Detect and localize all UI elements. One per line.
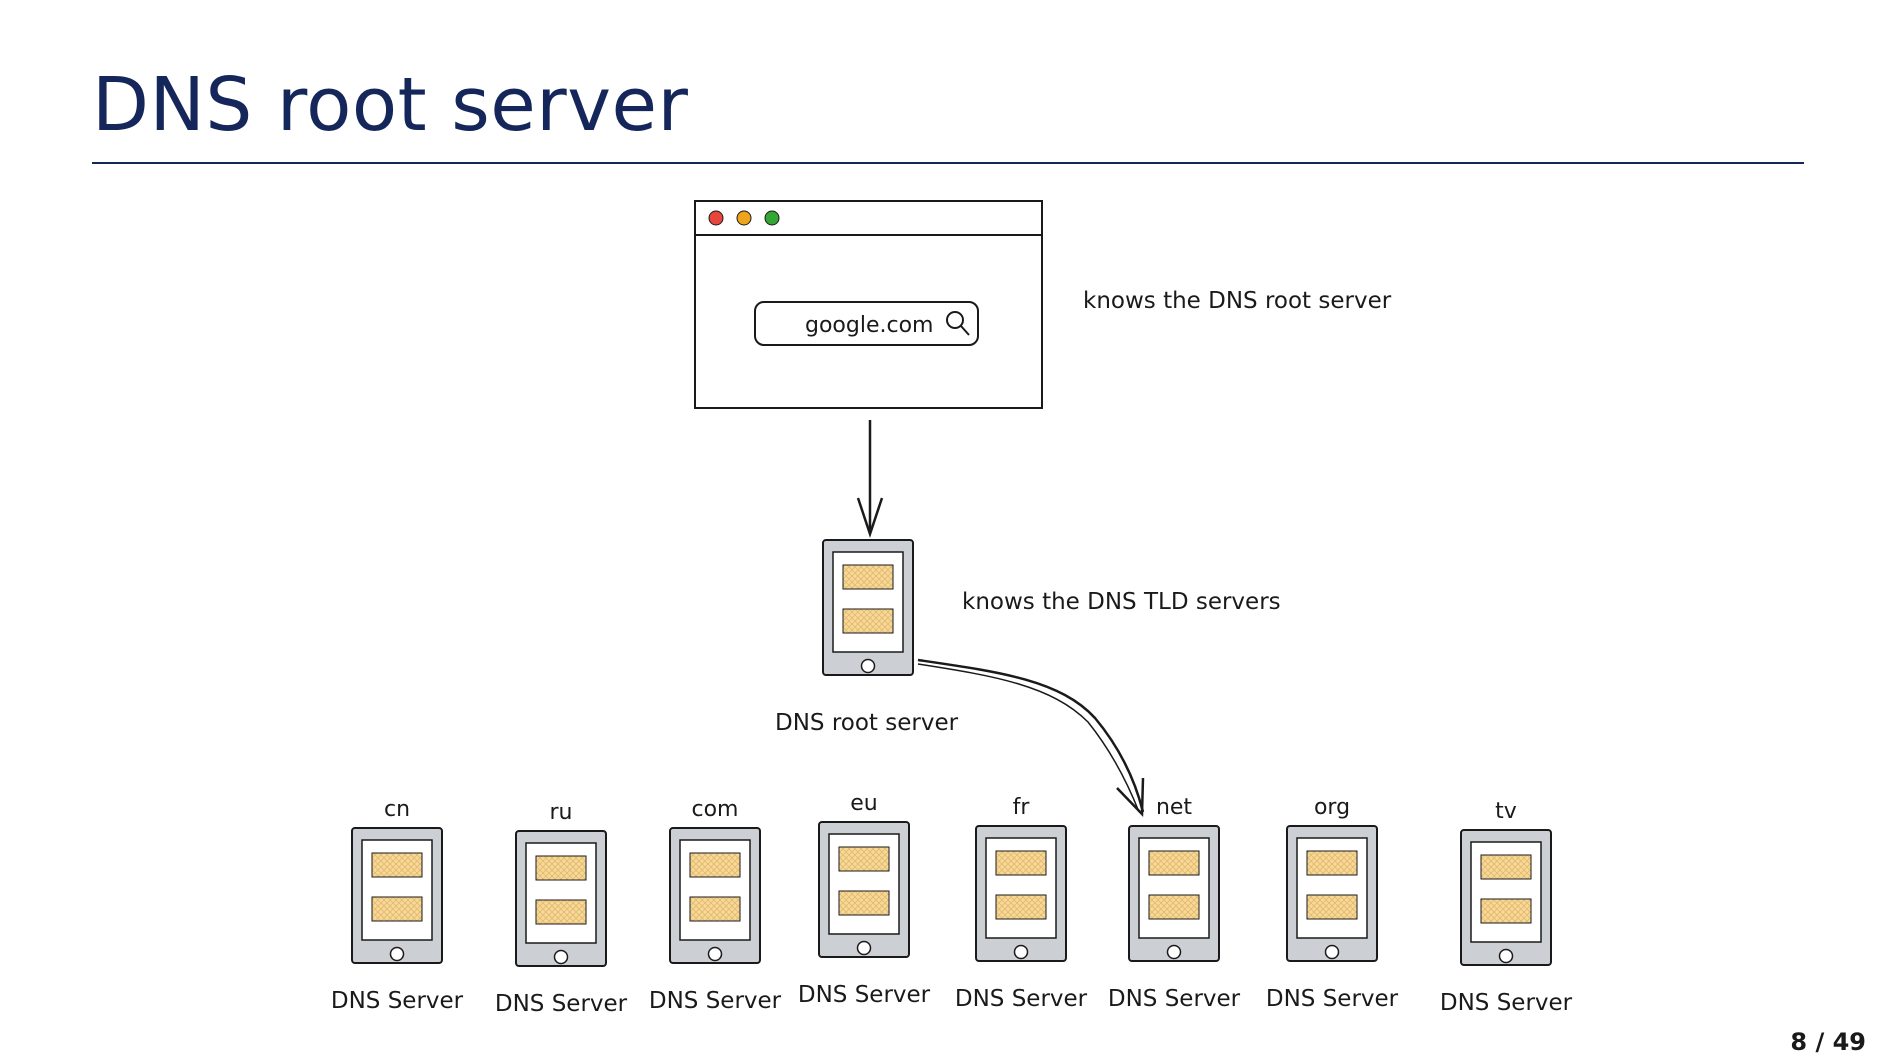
root-server-label: DNS root server [775,710,959,736]
page-number: 8 / 49 [1790,1028,1866,1056]
tld-label: ru [550,800,573,825]
minimize-dot-icon [736,210,752,226]
dns-server-label: DNS Server [955,986,1088,1012]
dns-server-label: DNS Server [1266,986,1399,1012]
tld-label: tv [1495,799,1517,824]
search-input-text: google.com [805,313,933,338]
dns-server-label: DNS Server [1440,990,1573,1016]
tld-label: net [1156,795,1192,820]
dns-server-label: DNS Server [331,988,464,1014]
dns-server-label: DNS Server [649,988,782,1014]
tld-label: com [692,797,739,822]
dns-server-label: DNS Server [495,991,628,1017]
browser-note: knows the DNS root server [1083,288,1392,314]
close-dot-icon [708,210,724,226]
tld-label: org [1314,795,1350,820]
arrow-browser-to-root [856,420,884,538]
maximize-dot-icon [764,210,780,226]
dns-server-label: DNS Server [798,982,931,1008]
tld-label: cn [384,797,410,822]
root-note: knows the DNS TLD servers [962,589,1281,615]
slide-title: DNS root server [92,62,689,148]
search-icon[interactable] [946,311,970,336]
tld-label: fr [1013,795,1031,820]
browser-window: google.com [694,200,1043,409]
dns-server-label: DNS Server [1108,986,1241,1012]
arrow-root-to-net [917,658,1145,818]
title-divider [92,162,1804,164]
tld-label: eu [850,791,877,816]
search-input[interactable] [754,301,979,346]
root-server [822,539,914,676]
